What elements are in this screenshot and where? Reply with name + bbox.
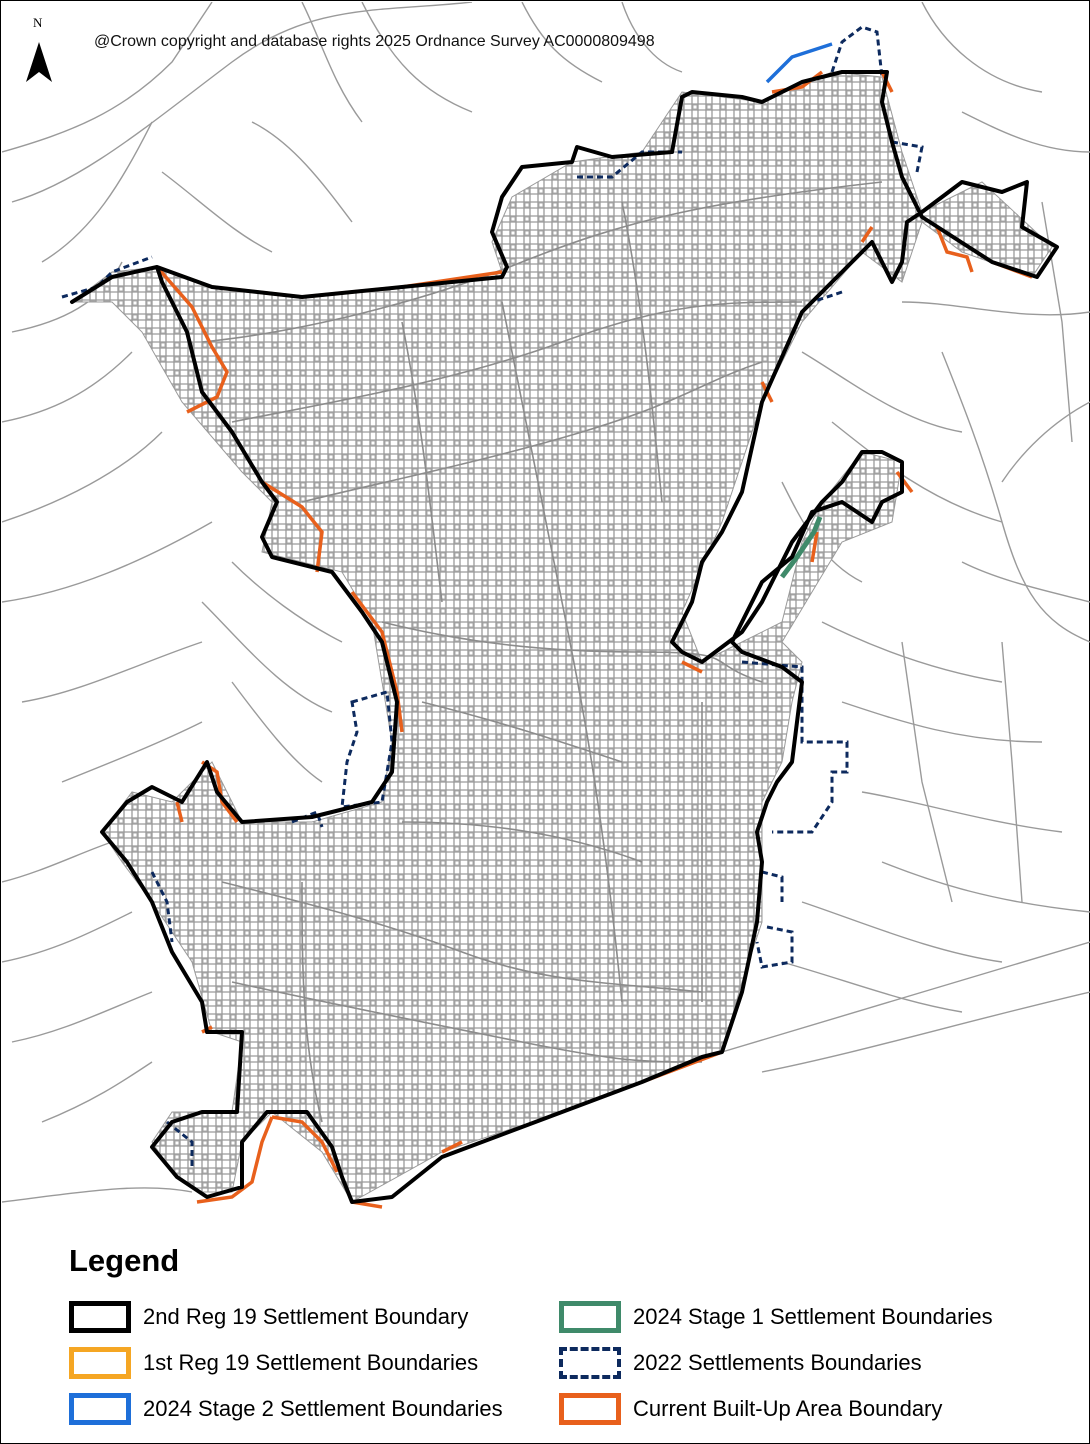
boundary-2nd-reg-19 [70,70,1059,1204]
map-canvas[interactable] [2,2,1090,1227]
boundary-2024-stage-1 [780,516,823,579]
legend-swatch-orange [559,1393,621,1425]
legend-item-2024-stage-2: 2024 Stage 2 Settlement Boundaries [69,1389,503,1429]
legend-swatch-dashed-navy [559,1347,621,1379]
legend-swatch-blue [69,1393,131,1425]
base-map-lines [2,2,1090,1203]
legend-swatch-black [69,1301,131,1333]
legend-label: Current Built-Up Area Boundary [633,1396,943,1421]
legend-swatch-yellow [69,1347,131,1379]
legend-title: Legend [69,1243,180,1278]
legend-label: 2nd Reg 19 Settlement Boundary [143,1304,469,1329]
legend-label: 2024 Stage 2 Settlement Boundaries [143,1396,503,1421]
boundary-2024-stage-2 [765,42,833,84]
north-label: N [33,15,43,30]
street-network [201,181,883,1123]
legend-item-2nd-reg-19: 2nd Reg 19 Settlement Boundary [69,1297,468,1337]
legend-item-2024-stage-1: 2024 Stage 1 Settlement Boundaries [559,1297,993,1337]
legend-item-current-built-up: Current Built-Up Area Boundary [559,1389,942,1429]
legend-panel: Legend 2nd Reg 19 Settlement Boundary 1s… [1,1229,1089,1443]
legend-label: 2022 Settlements Boundaries [633,1350,922,1375]
legend-item-2022: 2022 Settlements Boundaries [559,1343,922,1383]
legend-label: 2024 Stage 1 Settlement Boundaries [633,1304,993,1329]
legend-item-1st-reg-19: 1st Reg 19 Settlement Boundaries [69,1343,478,1383]
copyright-notice: @Crown copyright and database rights 202… [94,33,655,50]
legend-label: 1st Reg 19 Settlement Boundaries [143,1350,479,1375]
north-arrow-icon [26,42,52,82]
legend-swatch-green [559,1301,621,1333]
